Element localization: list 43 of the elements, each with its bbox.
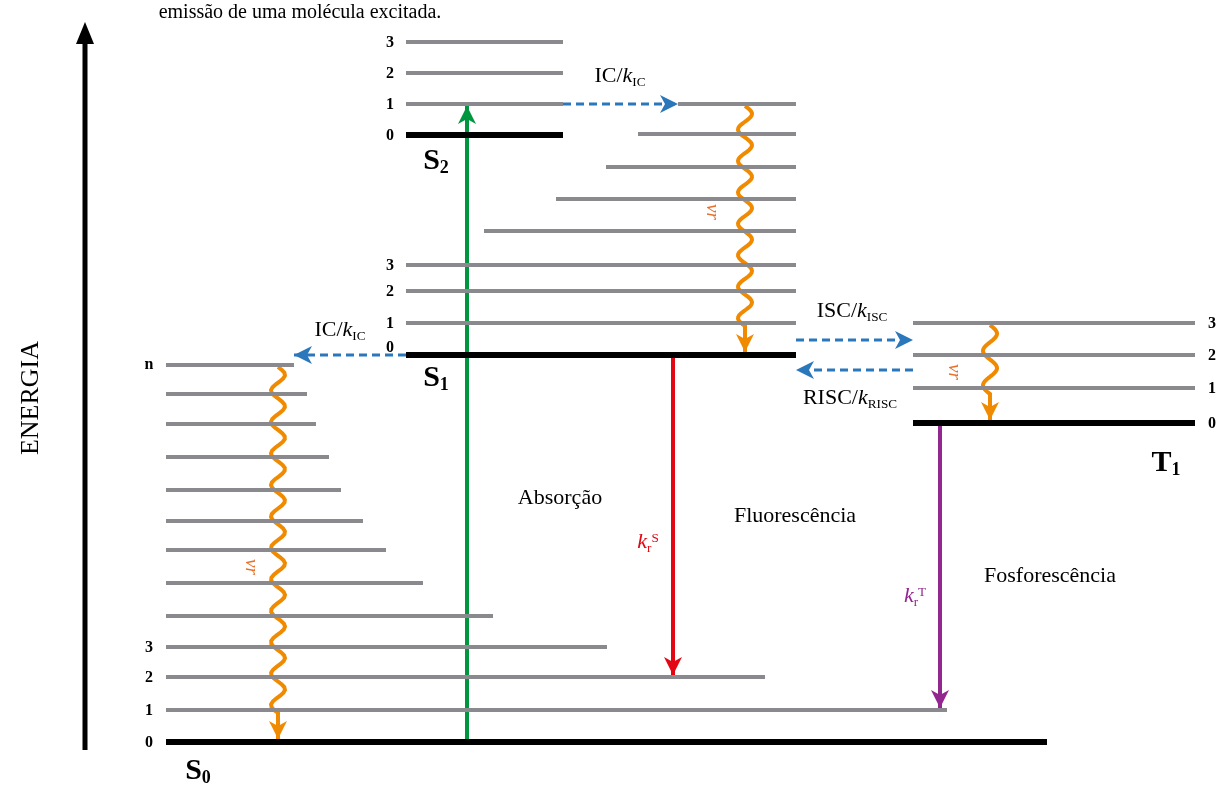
state-label: T$_{1}$ (1151, 445, 1181, 479)
level-number: 2 (1208, 347, 1216, 363)
process-label: vr (945, 364, 965, 380)
level-number: 0 (145, 734, 153, 750)
dashed-arrow (563, 95, 678, 113)
edge-label: Fluorescência (733, 504, 857, 526)
level-number: 3 (1208, 315, 1216, 331)
edge-label: Absorção (517, 486, 603, 508)
level-number: 1 (386, 96, 394, 112)
dashed-arrow (796, 361, 913, 379)
process-label: vr (703, 204, 723, 220)
level-number: 2 (145, 669, 153, 685)
edge-label: IC/k$_{IC}$ (314, 318, 366, 342)
edge-label: IC/k$_{IC}$ (594, 64, 646, 88)
wavy-arrow (268, 365, 288, 739)
level-number: 1 (386, 315, 394, 331)
state-label: S$_{2}$ (423, 143, 449, 177)
level-number: 3 (386, 34, 394, 50)
level-number: 2 (386, 65, 394, 81)
level-number: n (144, 356, 154, 372)
wavy-arrow (981, 323, 999, 420)
wavy-arrow (735, 104, 755, 352)
state-label: S$_{1}$ (423, 360, 449, 394)
level-number: 3 (386, 257, 394, 273)
arrow (664, 358, 682, 675)
level-number: 2 (386, 283, 394, 299)
level-number: 0 (1208, 415, 1216, 431)
caption-text: emissão de uma molécula excitada. (158, 1, 442, 21)
edge-label: RISC/k$_{RISC}$ (802, 386, 898, 410)
level-number: 1 (1208, 380, 1216, 396)
process-label: vr (242, 559, 262, 575)
level-number: 0 (386, 339, 394, 355)
level-number: 3 (145, 639, 153, 655)
level-number: 1 (145, 702, 153, 718)
dashed-arrow (294, 346, 406, 364)
arrow (458, 106, 476, 739)
arrow (931, 426, 949, 708)
dashed-arrow (796, 331, 913, 349)
state-label: S$_{0}$ (185, 753, 211, 785)
edge-label: Fosforescência (984, 564, 1116, 586)
edge-label: ISC/k$_{ISC}$ (816, 299, 888, 323)
axis-label: ENERGIA (17, 340, 43, 456)
level-number: 0 (386, 127, 394, 143)
